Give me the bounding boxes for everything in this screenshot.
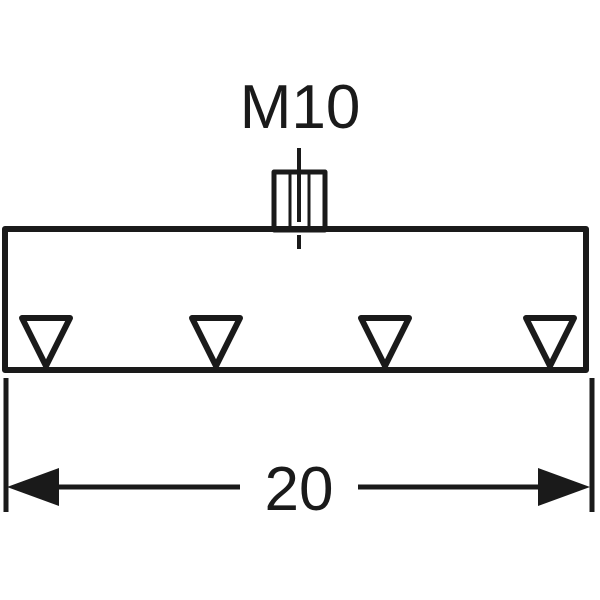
- dimension-arrowhead-right: [538, 468, 590, 506]
- width-dimension-line-group: [7, 468, 590, 506]
- dimension-extension-lines: [3, 378, 595, 512]
- chamfer-marker-group: [19, 315, 577, 369]
- chamfer-marker-2: [189, 315, 243, 369]
- dimension-arrowhead-left: [7, 468, 59, 506]
- thread-profile-lines: [288, 174, 311, 228]
- main-body-rectangle: [2, 226, 589, 373]
- thread-size-callout: M10: [240, 73, 361, 142]
- chamfer-marker-1: [19, 315, 73, 369]
- overall-width-dimension-text: 20: [265, 455, 334, 524]
- chamfer-marker-3: [358, 315, 412, 369]
- chamfer-marker-4: [523, 315, 577, 369]
